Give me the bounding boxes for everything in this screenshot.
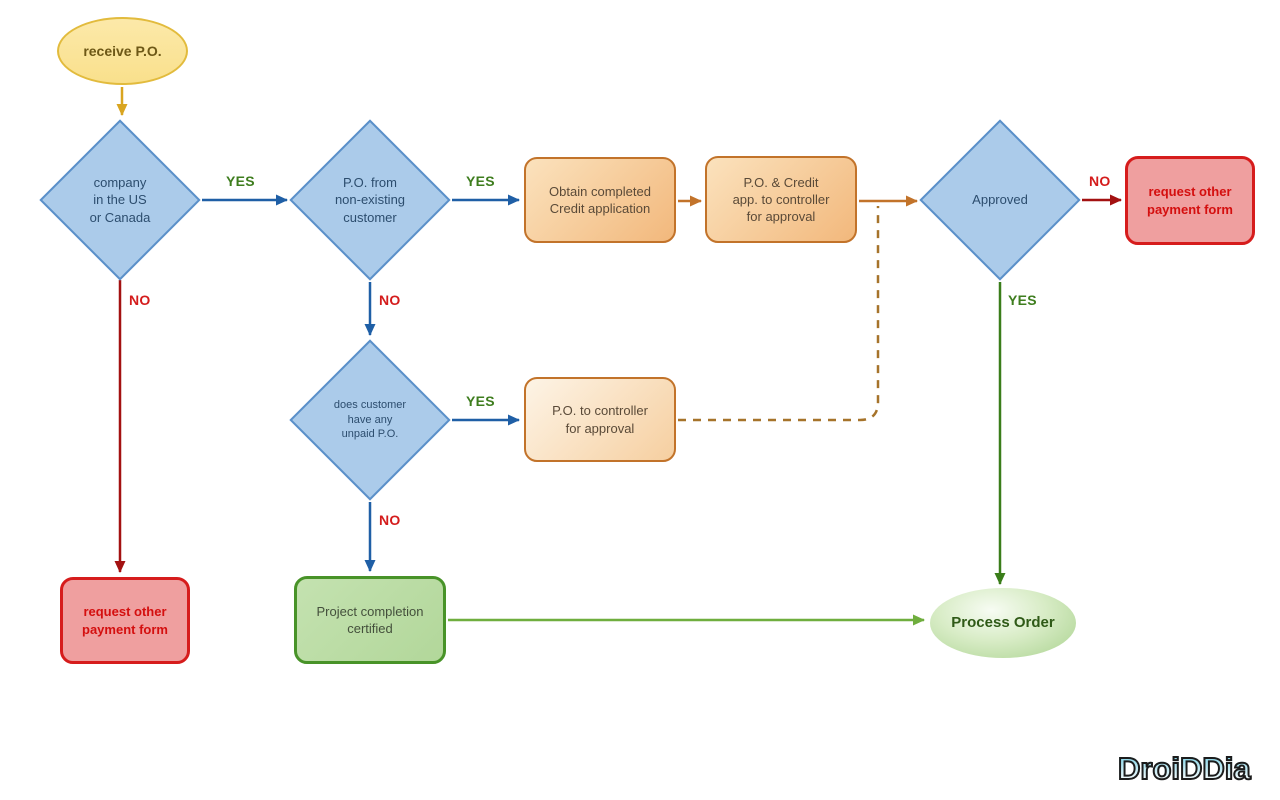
- edge-label-po-non-existing-no: NO: [379, 292, 401, 308]
- node-unpaid-po-label: does customer have any unpaid P.O.: [333, 399, 407, 441]
- node-project-completion-certified[interactable]: Project completion certified: [294, 576, 446, 664]
- node-company-in-us-or-canada[interactable]: company in the US or Canada: [39, 119, 201, 281]
- edge-pocontroller-approved-dashed: [678, 206, 880, 422]
- node-approved[interactable]: Approved: [919, 119, 1081, 281]
- edge-label-po-non-existing-yes: YES: [466, 173, 495, 189]
- edge-label-company-yes: YES: [226, 173, 255, 189]
- edge-label-approved-yes: YES: [1008, 292, 1037, 308]
- node-po-credit-to-controller[interactable]: P.O. & Credit app. to controller for app…: [705, 156, 857, 243]
- node-project-completion-label: Project completion certified: [316, 603, 424, 636]
- node-request-other-left-label: request other payment form: [82, 604, 168, 637]
- node-receive-po[interactable]: receive P.O.: [57, 17, 188, 85]
- edge-label-unpaid-yes: YES: [466, 393, 495, 409]
- node-approved-label: Approved: [972, 192, 1028, 208]
- node-po-from-non-existing-customer[interactable]: P.O. from non-existing customer: [289, 119, 451, 281]
- edge-label-approved-no: NO: [1089, 173, 1111, 189]
- node-request-other-payment-form-right[interactable]: request other payment form: [1125, 156, 1255, 245]
- node-obtain-credit-label: Obtain completed Credit application: [549, 183, 651, 216]
- droiddia-watermark: DroiDDia: [1117, 750, 1252, 787]
- node-po-non-existing-label: P.O. from non-existing customer: [334, 175, 406, 225]
- node-po-controller-label: P.O. to controller for approval: [552, 403, 648, 436]
- node-request-other-payment-form-left[interactable]: request other payment form: [60, 577, 190, 664]
- node-company-label: company in the US or Canada: [89, 175, 151, 225]
- node-process-order-label: Process Order: [951, 614, 1055, 632]
- node-customer-unpaid-po[interactable]: does customer have any unpaid P.O.: [289, 339, 451, 501]
- node-request-other-right-label: request other payment form: [1147, 184, 1233, 217]
- node-receive-po-label: receive P.O.: [83, 42, 162, 59]
- node-po-to-controller[interactable]: P.O. to controller for approval: [524, 377, 676, 462]
- edge-label-unpaid-no: NO: [379, 512, 401, 528]
- edge-label-company-no: NO: [129, 292, 151, 308]
- node-process-order[interactable]: Process Order: [930, 588, 1076, 658]
- node-obtain-credit-application[interactable]: Obtain completed Credit application: [524, 157, 676, 243]
- node-po-credit-controller-label: P.O. & Credit app. to controller for app…: [732, 174, 830, 225]
